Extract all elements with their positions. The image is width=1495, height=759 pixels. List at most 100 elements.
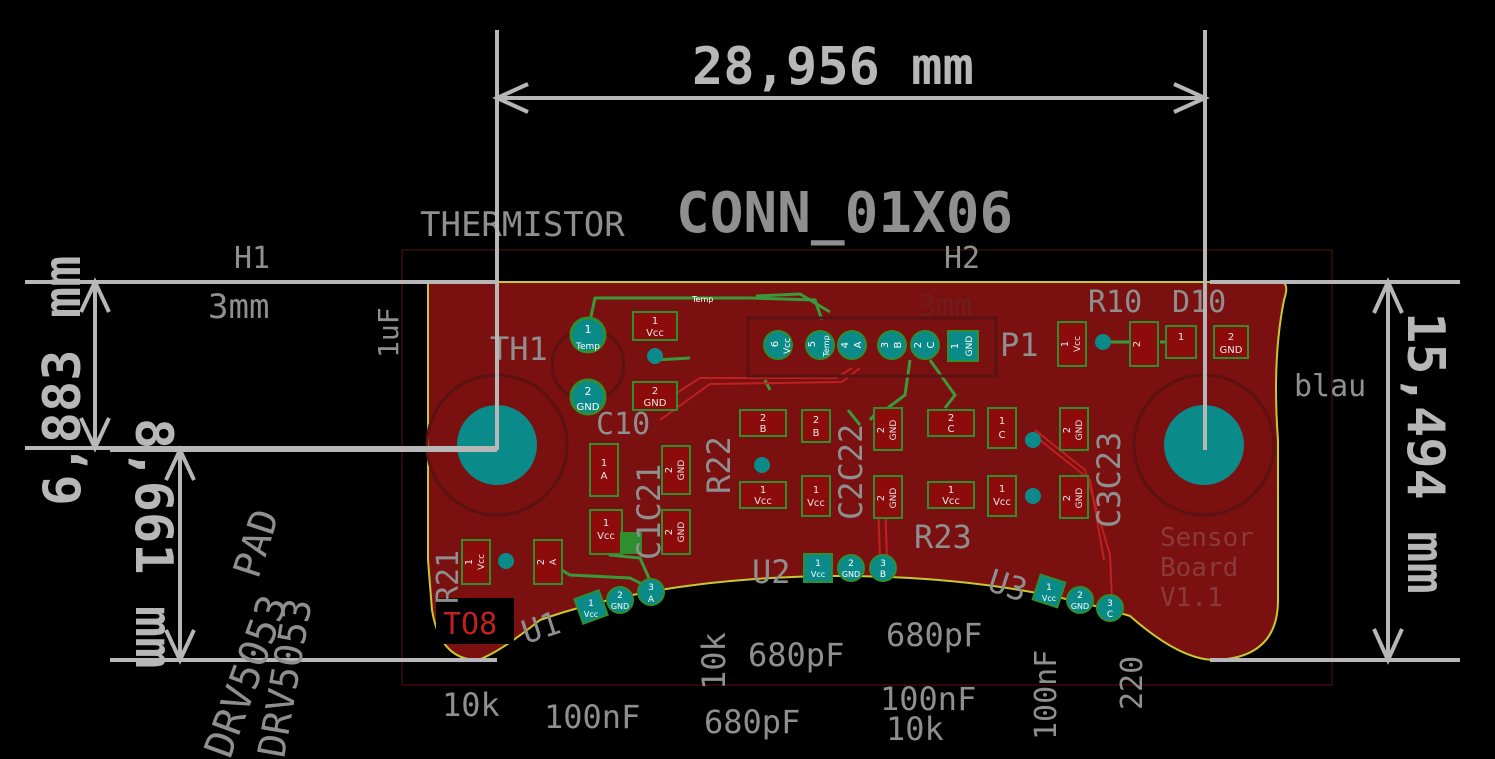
to8-label: TO8 (443, 607, 497, 642)
c1c21-footprint[interactable]: 1 A 2 GND 1 Vcc 2 GND (589, 443, 691, 555)
label-conn: CONN_01X06 (676, 181, 1013, 246)
value-100nf-a: 100nF (544, 698, 640, 736)
p1-pin-4[interactable] (837, 330, 867, 360)
svg-text:Vcc: Vcc (646, 328, 664, 339)
svg-text:1: 1 (1178, 332, 1184, 343)
svg-text:C: C (1107, 610, 1113, 620)
dimension-width[interactable] (492, 30, 1210, 450)
svg-text:A: A (549, 558, 559, 565)
dimension-left-lower[interactable] (110, 445, 497, 665)
svg-text:B: B (893, 341, 904, 348)
value-220: 220 (1115, 656, 1150, 710)
label-h2: H2 (944, 241, 980, 276)
p1-pin-2[interactable] (910, 330, 940, 360)
th1-footprint[interactable]: 1 Temp 2 GND (569, 316, 607, 416)
label-sensor-line2: Board (1160, 553, 1238, 583)
label-th1: TH1 (490, 330, 548, 368)
label-c1c21: C1C21 (630, 464, 668, 560)
d10-footprint[interactable]: 1 2 GND (1165, 325, 1249, 359)
r23-footprint[interactable]: 2 C 1 Vcc (927, 409, 975, 509)
svg-text:2: 2 (913, 342, 924, 348)
svg-text:GND: GND (1220, 345, 1243, 356)
svg-text:Temp: Temp (575, 342, 600, 352)
p1-pin-1[interactable] (947, 330, 979, 362)
u1-footprint[interactable]: 1 Vcc 2 GND 3 A (573, 578, 665, 625)
svg-text:Temp: Temp (822, 335, 831, 357)
svg-text:GND: GND (1071, 602, 1089, 611)
svg-text:2: 2 (876, 495, 887, 501)
p1-pin-3[interactable] (877, 330, 907, 360)
svg-text:3: 3 (648, 583, 654, 593)
c3c23-footprint[interactable]: 1 C 1 Vcc 2 GND 2 GND (987, 407, 1089, 519)
label-trace-temp: Temp (691, 295, 713, 304)
th1-pad-1[interactable] (569, 316, 607, 354)
value-680pf-a: 680pF (748, 636, 844, 674)
dimension-left-upper-label: 6,883 mm (33, 256, 93, 506)
svg-text:GND: GND (889, 488, 899, 509)
svg-text:2: 2 (1077, 591, 1083, 601)
label-c2c22: C2C22 (832, 424, 870, 520)
svg-text:1: 1 (464, 559, 475, 565)
svg-text:GND: GND (644, 398, 667, 409)
svg-text:A: A (853, 341, 864, 348)
svg-text:1: 1 (813, 485, 819, 496)
svg-text:Vcc: Vcc (754, 496, 772, 507)
svg-text:2: 2 (848, 559, 854, 569)
svg-text:Vcc: Vcc (597, 531, 615, 542)
label-sensor-line1: Sensor (1160, 523, 1254, 553)
svg-text:1: 1 (950, 343, 961, 349)
label-sensor-line3: V1.1 (1160, 583, 1223, 613)
value-10k-b: 10k (695, 632, 733, 690)
svg-text:1: 1 (1060, 341, 1071, 347)
th1-pad-2[interactable] (569, 378, 607, 416)
svg-text:6: 6 (770, 341, 781, 347)
value-100nf-b: 100nF (880, 680, 976, 718)
svg-text:C: C (948, 424, 955, 435)
u3-footprint[interactable]: 1 Vcc 2 GND 3 C (1031, 573, 1124, 622)
dimension-height-right-label: 15,494 mm (1395, 312, 1455, 594)
svg-text:Vcc: Vcc (807, 498, 825, 509)
u2-footprint[interactable]: 1 Vcc 2 GND 3 B (803, 553, 897, 583)
svg-text:1: 1 (999, 484, 1005, 495)
value-680pf-b: 680pF (886, 616, 982, 654)
c2c22-footprint[interactable]: 2 B 1 Vcc 2 GND 2 GND (801, 407, 903, 519)
r22-footprint[interactable]: 2 B 1 Vcc (739, 409, 787, 509)
r10-footprint[interactable]: 1 Vcc 2 (1057, 321, 1159, 367)
svg-text:2: 2 (948, 413, 954, 424)
to8-box (436, 598, 514, 644)
svg-text:2: 2 (1132, 341, 1143, 347)
label-u2: U2 (752, 553, 791, 591)
svg-text:2: 2 (1228, 332, 1234, 343)
p1-connector[interactable]: 6 Vcc 5 Temp 4 A 3 B 2 C 1 GND (746, 316, 998, 378)
svg-text:2: 2 (876, 427, 887, 433)
svg-text:C: C (926, 341, 937, 348)
svg-text:GND: GND (677, 522, 687, 543)
svg-text:1: 1 (603, 518, 609, 529)
dimension-height-right[interactable] (1210, 277, 1460, 665)
label-h1: H1 (234, 241, 270, 276)
svg-text:A: A (648, 595, 655, 605)
svg-text:2: 2 (664, 529, 675, 535)
svg-text:1: 1 (1046, 583, 1052, 593)
svg-text:1: 1 (760, 485, 766, 496)
svg-text:B: B (760, 424, 767, 435)
svg-text:C: C (999, 430, 1006, 441)
svg-text:B: B (813, 428, 820, 439)
label-c10: C10 (596, 407, 650, 442)
label-r10: R10 (1088, 285, 1142, 320)
label-r23: R23 (914, 518, 972, 556)
c10-footprint[interactable]: 1 Vcc 2 GND (632, 311, 678, 411)
svg-text:2: 2 (536, 559, 547, 565)
r21-footprint[interactable]: 1 Vcc 2 A (461, 539, 563, 585)
label-h2-size: 3mm (918, 289, 972, 324)
p1-pin-6[interactable] (763, 330, 793, 360)
label-thermistor: THERMISTOR (420, 205, 625, 245)
svg-text:Vcc: Vcc (993, 497, 1011, 508)
svg-text:2: 2 (652, 386, 658, 397)
p1-pin-5[interactable] (805, 330, 835, 360)
label-c3c23: C3C23 (1090, 432, 1128, 528)
label-h1-size: 3mm (208, 287, 269, 327)
svg-text:GND: GND (577, 402, 600, 413)
